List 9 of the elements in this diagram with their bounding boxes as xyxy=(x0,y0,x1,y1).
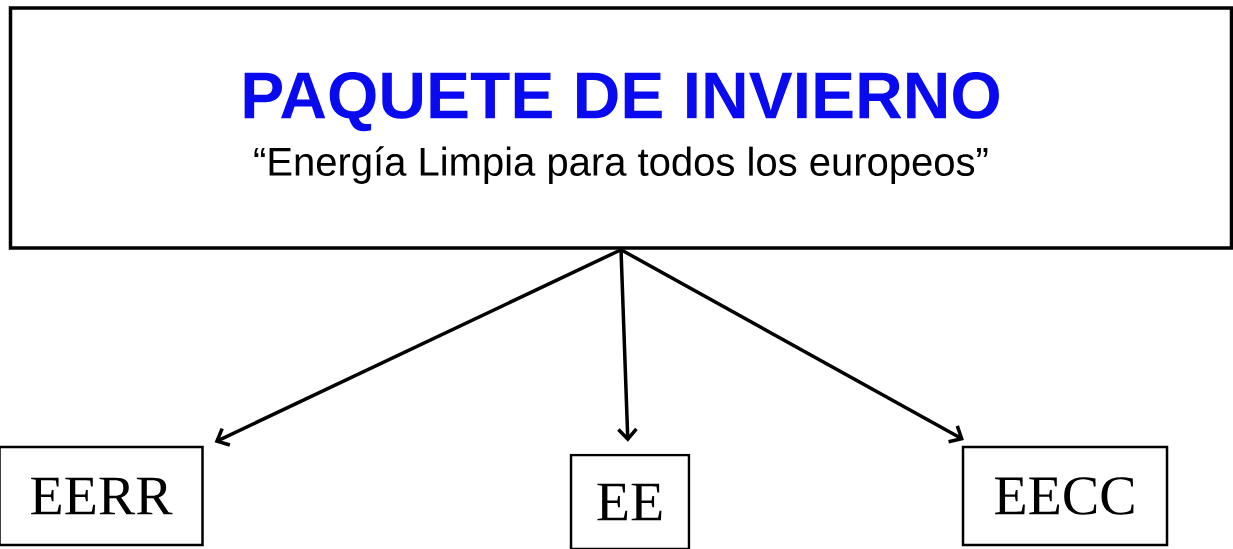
arrow xyxy=(617,249,638,442)
subtitle: “Energía Limpia para todos los europeos” xyxy=(254,146,988,184)
title: PAQUETE DE INVIERNO xyxy=(244,72,999,132)
label-box: EERR xyxy=(0,445,204,547)
arrow xyxy=(214,248,622,447)
arrow xyxy=(620,248,964,444)
title-box xyxy=(8,6,1233,250)
label-box: EE xyxy=(569,453,691,549)
label-box: EECC xyxy=(961,445,1169,547)
